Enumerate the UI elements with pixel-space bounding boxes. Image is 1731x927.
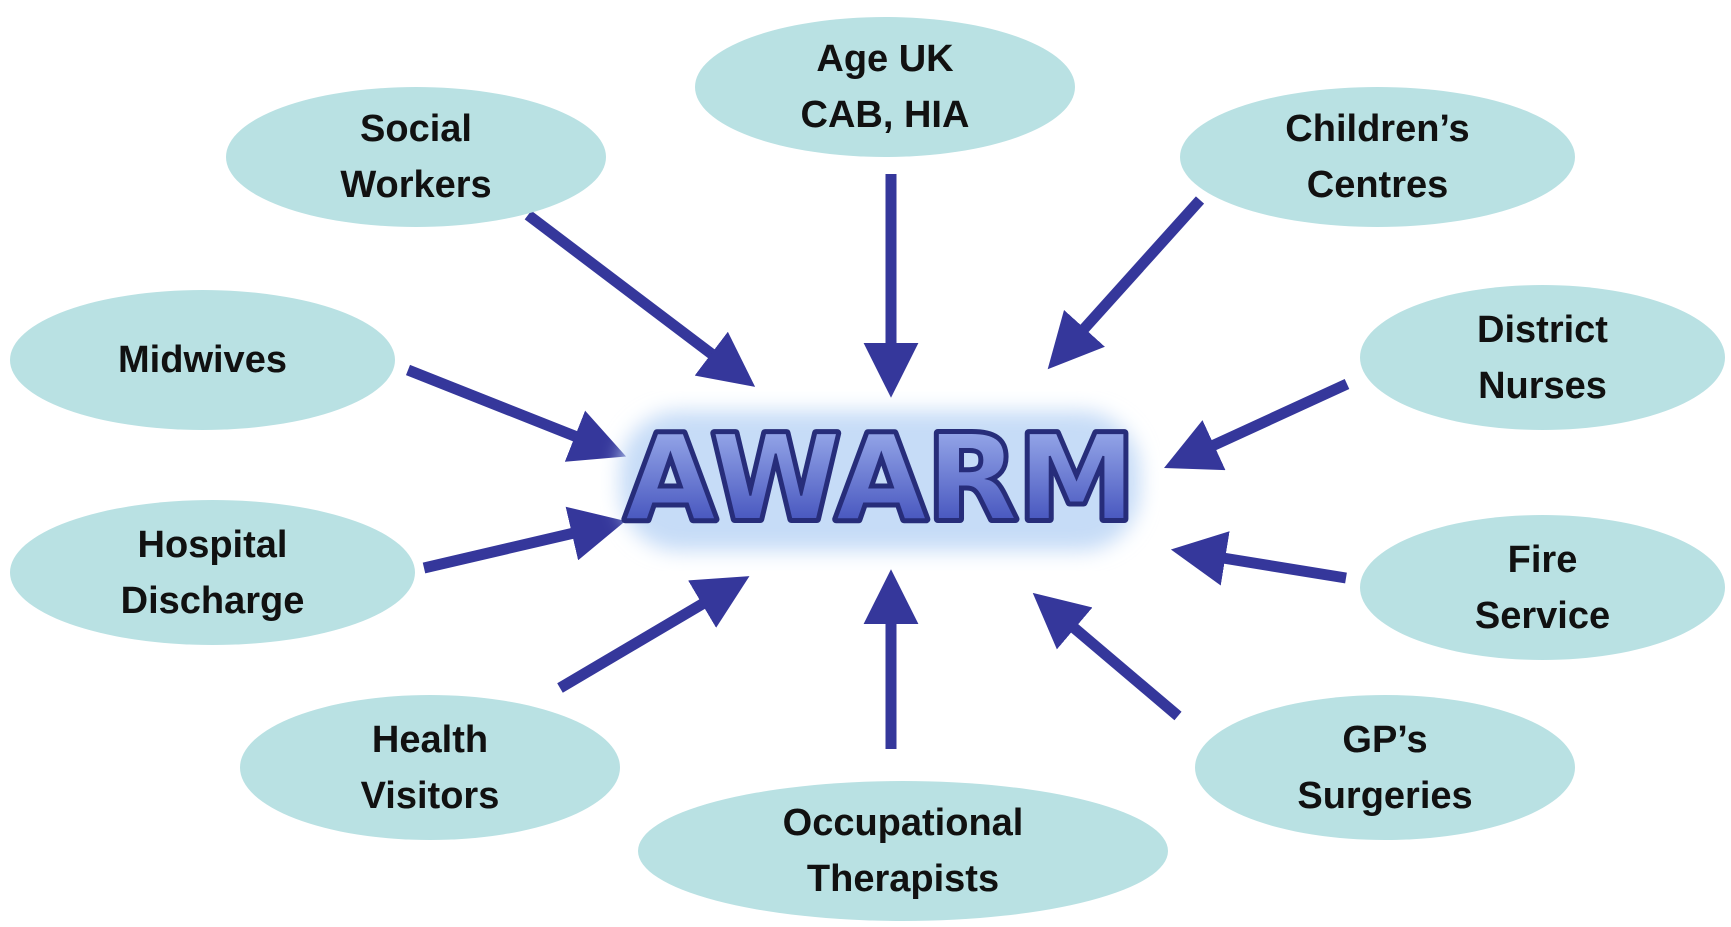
- node-age-uk: Age UK CAB, HIA: [695, 17, 1075, 157]
- arrow-hospital-discharge-to-awarm: [422, 506, 626, 574]
- arrow-health-visitors-to-awarm: [557, 576, 750, 693]
- node-health-visitors: Health Visitors: [240, 695, 620, 840]
- node-midwives: Midwives: [10, 290, 395, 430]
- arrow-social-workers-to-awarm: [524, 210, 756, 387]
- node-occupational-therapists: Occupational Therapists: [638, 781, 1168, 921]
- node-midwives-label: Midwives: [118, 339, 287, 381]
- node-gps-surgeries: GP’s Surgeries: [1195, 695, 1575, 840]
- node-hospital-discharge-label: Hospital Discharge: [120, 523, 305, 622]
- awarm-logo-graphic: AWARM AWARM: [620, 405, 1140, 551]
- awarm-logo-glow: [620, 411, 1140, 551]
- node-age-uk-label: Age UK CAB, HIA: [800, 38, 970, 136]
- node-hospital-discharge: Hospital Discharge: [10, 500, 415, 645]
- node-social-workers-label: Social Workers: [340, 108, 492, 206]
- node-fire-service: Fire Service: [1360, 515, 1725, 660]
- arrow-midwives-to-awarm: [405, 364, 627, 462]
- arrow-district-nurses-to-awarm: [1164, 379, 1350, 471]
- arrow-childrens-centres-to-awarm: [1047, 196, 1205, 370]
- awarm-logo-outline: AWARM: [625, 409, 1136, 547]
- awarm-logo-text: AWARM: [625, 409, 1136, 547]
- node-social-workers: Social Workers: [226, 87, 606, 227]
- awarm-logo: AWARM AWARM: [600, 391, 1160, 571]
- node-district-nurses-label: District Nurses: [1477, 308, 1608, 407]
- node-occupational-therapists-label: Occupational Therapists: [782, 802, 1024, 900]
- node-health-visitors-label: Health Visitors: [360, 718, 500, 817]
- node-gps-surgeries-label: GP’s Surgeries: [1297, 718, 1473, 817]
- node-fire-service-label: Fire Service: [1474, 538, 1611, 637]
- node-childrens-centres: Children’s Centres: [1180, 87, 1575, 227]
- arrow-fire-service-to-awarm: [1170, 531, 1347, 586]
- node-district-nurses: District Nurses: [1360, 285, 1725, 430]
- arrow-gps-surgeries-to-awarm: [1032, 592, 1182, 721]
- node-childrens-centres-label: Children’s Centres: [1285, 108, 1470, 206]
